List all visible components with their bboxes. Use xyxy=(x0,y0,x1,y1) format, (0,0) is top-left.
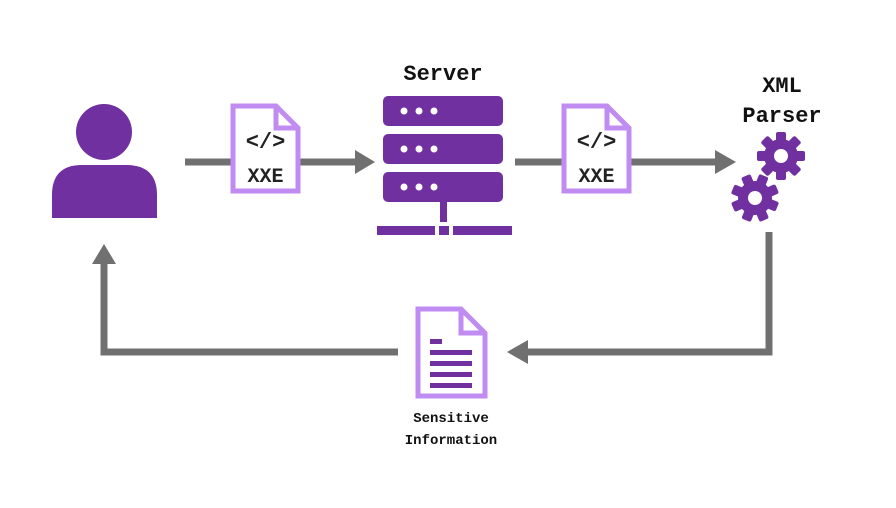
sensitive-info-label: Sensitive Information xyxy=(376,408,526,452)
server-icon xyxy=(377,96,512,235)
sensitive-info-label-line1: Sensitive xyxy=(413,411,489,427)
server-label: Server xyxy=(403,62,483,87)
xxe-doc1-code: </> xyxy=(245,130,286,155)
xxe-doc1-tag: XXE xyxy=(247,166,284,189)
arrow-parser-to-sensitive xyxy=(507,232,773,364)
user-icon xyxy=(52,104,157,218)
arrow-doc2-to-parser xyxy=(630,150,736,174)
xxe-doc2-code: </> xyxy=(576,130,617,155)
xxe-document-icon xyxy=(230,103,301,194)
xxe-document-icon xyxy=(561,103,632,194)
arrow-doc1-to-server xyxy=(300,150,375,174)
sensitive-document-icon xyxy=(415,306,488,399)
arrow-sensitive-to-user xyxy=(92,244,398,356)
gears-icon xyxy=(731,132,805,222)
xml-parser-label-line1: XML xyxy=(762,74,802,99)
sensitive-info-label-line2: Information xyxy=(404,433,498,449)
xml-parser-label-line2: Parser xyxy=(742,104,822,129)
xml-parser-label: XML Parser xyxy=(720,72,844,132)
xxe-doc2-tag: XXE xyxy=(578,166,615,189)
